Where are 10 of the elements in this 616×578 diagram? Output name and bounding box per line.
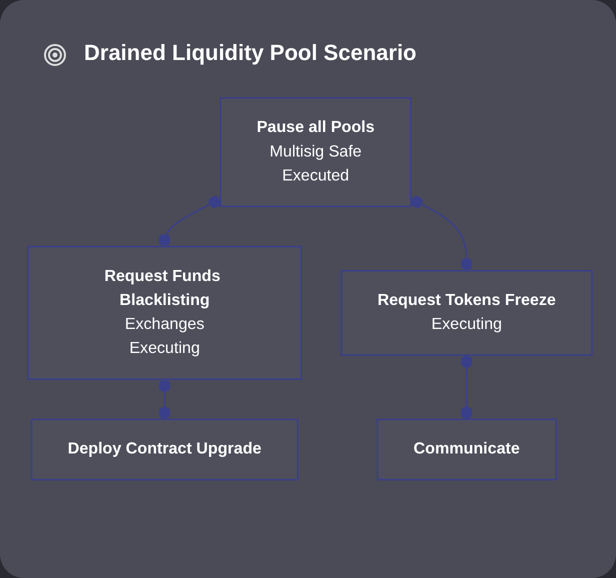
connector <box>158 196 221 247</box>
node-box: Request Funds Blacklisting Exchanges Executing <box>27 246 302 380</box>
node-box: Communicate <box>376 418 557 480</box>
connector <box>460 355 473 420</box>
connector <box>158 379 171 420</box>
connector <box>410 196 473 271</box>
node-box: Request Tokens Freeze Executing <box>340 270 593 356</box>
title: Drained Liquidity Pool Scenario <box>84 40 416 66</box>
node-box: Deploy Contract Upgrade <box>30 418 298 480</box>
node-box: Pause all Pools Multisig Safe Executed <box>220 97 412 208</box>
